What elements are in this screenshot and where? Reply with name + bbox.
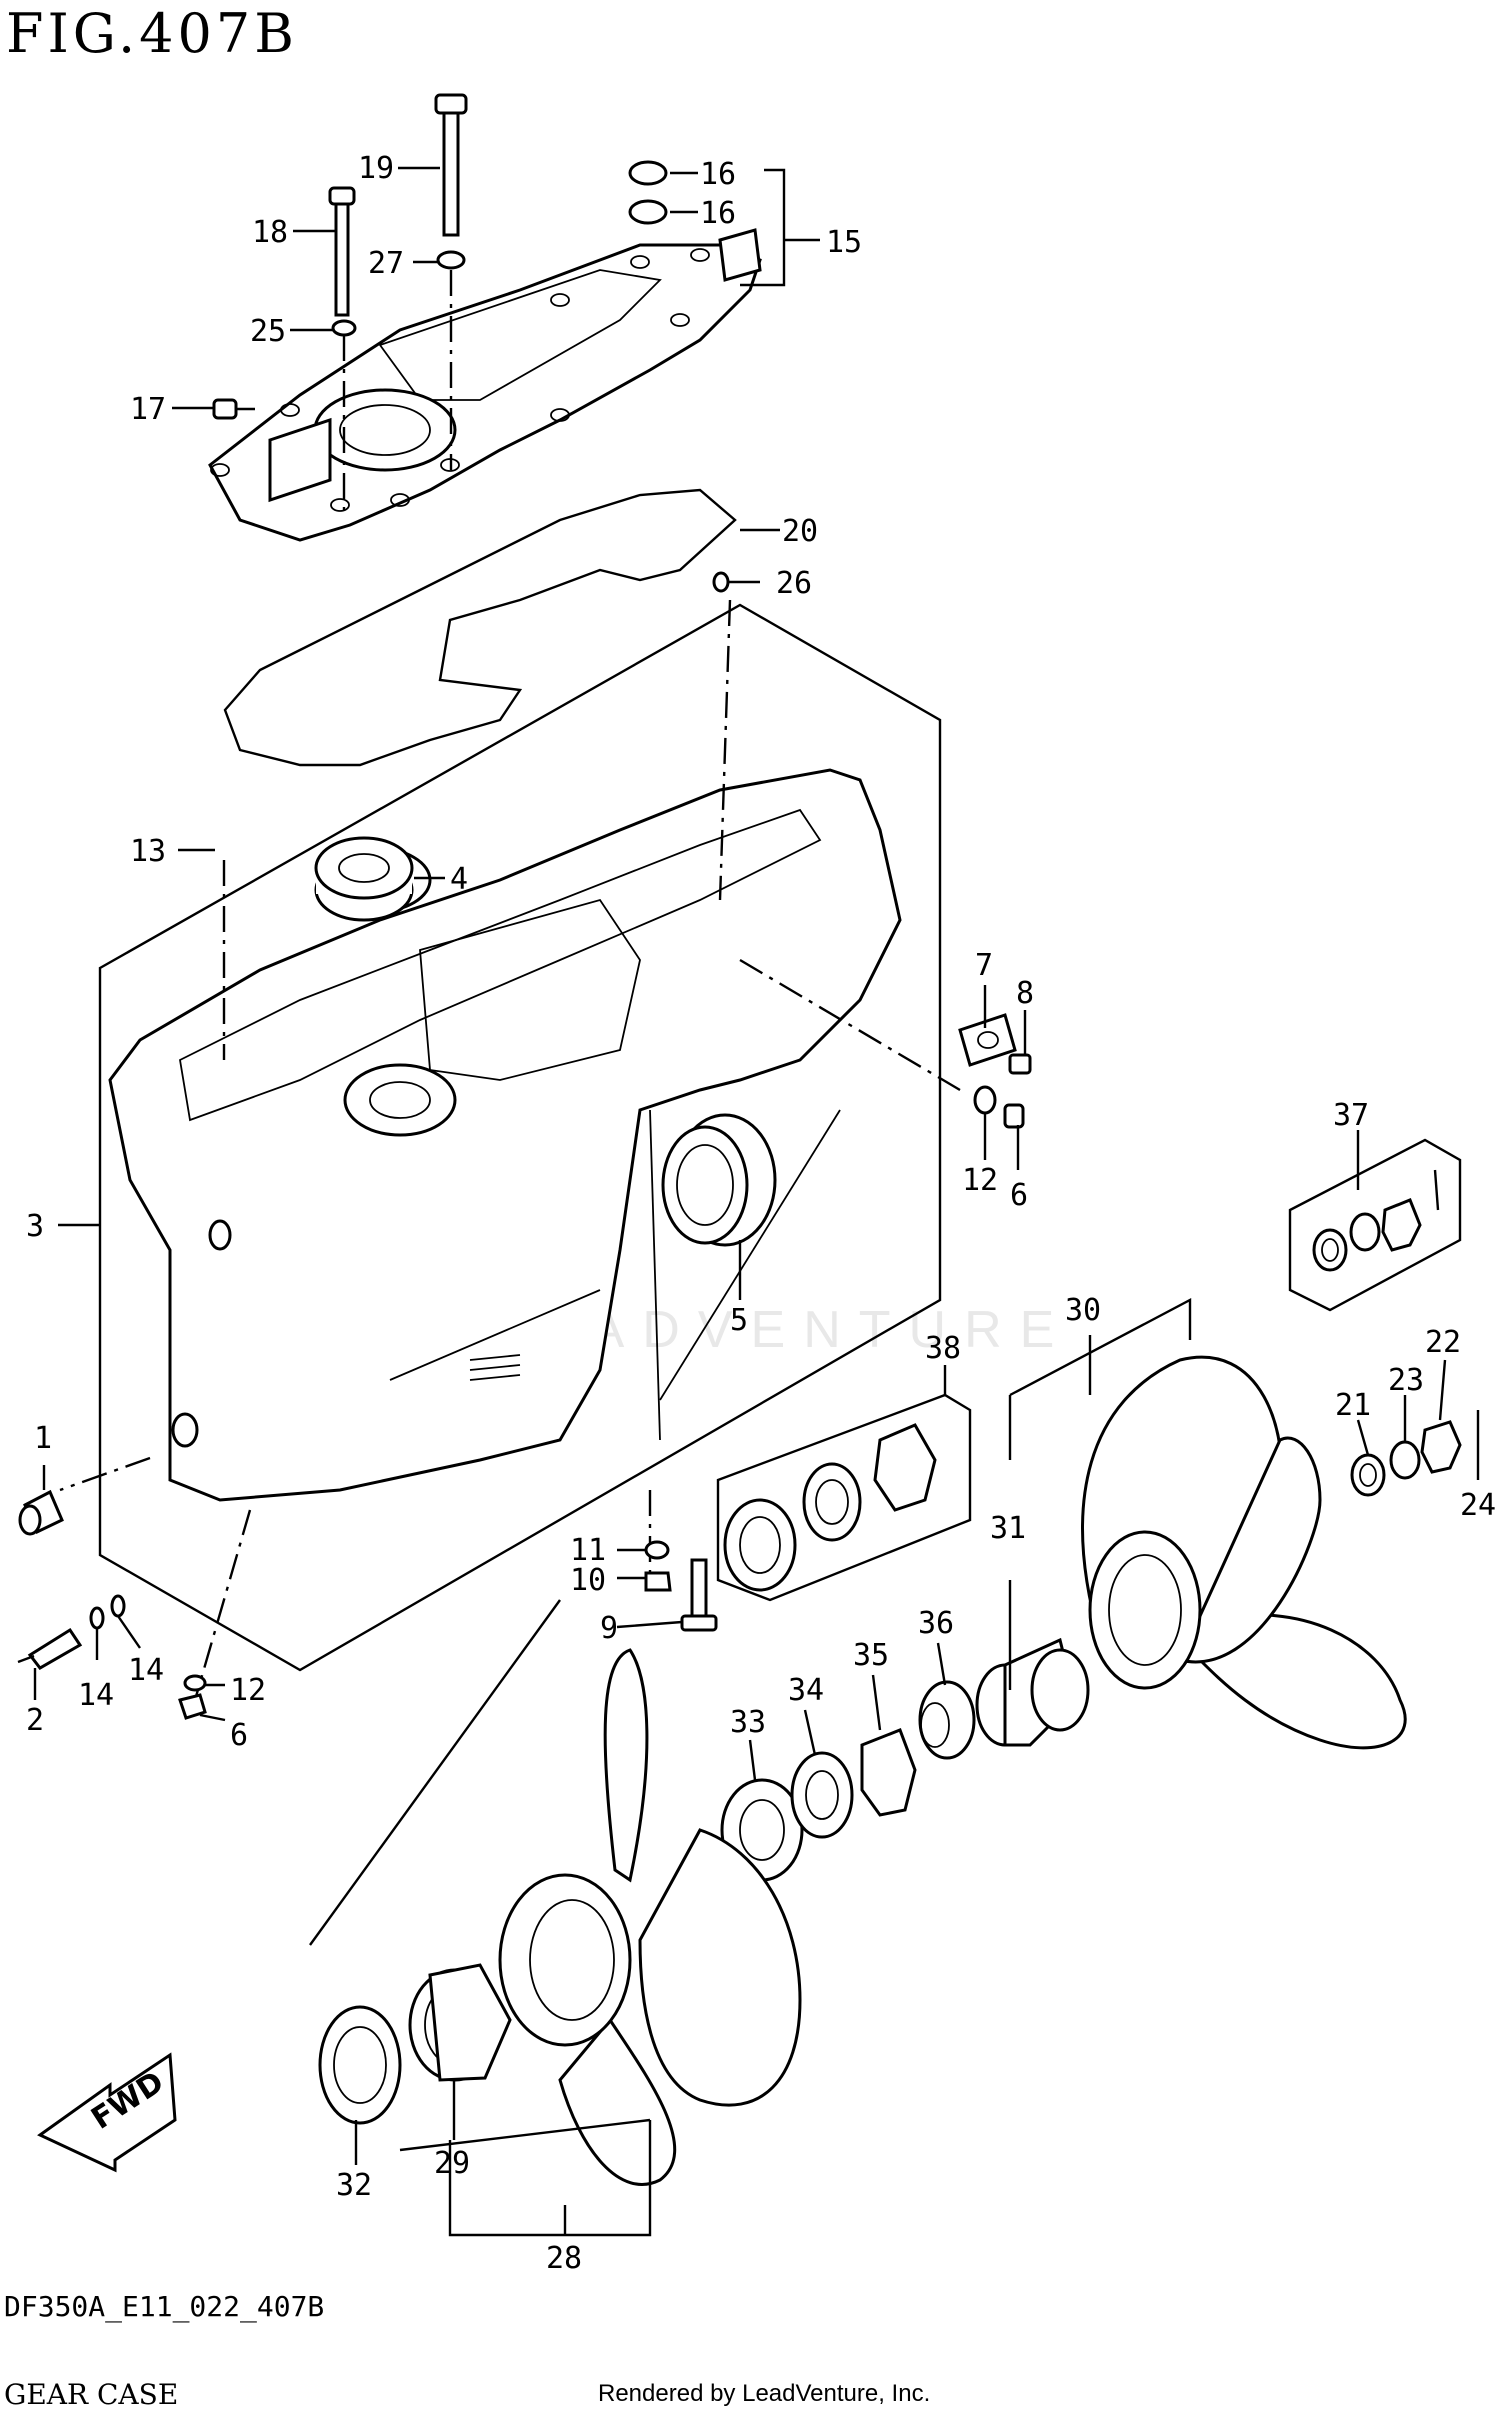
callout-label: 16 [700,196,736,231]
gear-case-cover-plate [208,228,762,542]
callout-label: 6 [230,1718,248,1753]
callout-label: 30 [1065,1293,1101,1328]
callout-label: 37 [1333,1098,1369,1133]
callout-label: 12 [962,1163,998,1198]
fwd-arrow-icon: FWD [37,2052,177,2173]
callout-label: 34 [788,1673,824,1708]
callout-label: 18 [252,215,288,250]
callout-label: 19 [358,151,394,186]
callout-label: 33 [730,1705,766,1740]
section-title: GEAR CASE [4,2378,179,2411]
callout-label: 31 [990,1511,1026,1546]
callout-label: 38 [925,1331,961,1366]
callout-label: 5 [730,1303,748,1338]
lower-bushing-set [720,1680,976,1882]
leader-lines [33,166,1480,2235]
callout-label: 13 [130,834,166,869]
gasket [223,488,737,767]
bolts-top [212,93,468,510]
callout-label: 25 [250,314,286,349]
callout-label: 8 [1016,976,1034,1011]
callout-label: 22 [1425,1325,1461,1360]
housing-frame [98,603,942,1672]
callout-label: 6 [1010,1178,1028,1213]
callout-label: 14 [128,1653,164,1688]
left-small-parts [17,1489,207,1720]
callout-label: 7 [975,948,993,983]
callout-label: 21 [1335,1388,1371,1423]
callout-label: 11 [570,1533,606,1568]
bolt-9-nut-10 [644,1540,718,1632]
callout-label: 32 [336,2168,372,2203]
propeller-30 [975,1355,1407,1750]
callout-label: 35 [853,1638,889,1673]
trim-tab-parts [958,1013,1032,1129]
render-credit: Rendered by LeadVenture, Inc. [598,2380,931,2407]
nut-kit-37 [1288,1138,1462,1312]
callout-label: 2 [26,1703,44,1738]
callout-label: 29 [434,2146,470,2181]
callout-label: 23 [1388,1363,1424,1398]
callout-label: 10 [570,1563,606,1598]
bearing-5 [661,1113,777,1247]
figure-title: FIG.407B [6,2,298,65]
callout-label: 36 [918,1606,954,1641]
callout-label: 14 [78,1678,114,1713]
callout-label: 26 [776,566,812,601]
callout-label: 16 [700,157,736,192]
callout-label: 4 [450,862,468,897]
thrust-kit-38 [716,1393,972,1602]
callout-label: 3 [26,1209,44,1244]
washers-16 [628,160,668,225]
callout-label: 15 [826,225,862,260]
callout-label: 9 [600,1611,618,1646]
callout-label: 24 [1460,1488,1496,1523]
bearing-4 [314,836,414,922]
callout-label: 27 [368,246,404,281]
callout-label: 12 [230,1673,266,1708]
callout-labels: 19 18 27 25 17 16 16 15 20 26 13 4 3 5 7… [26,151,1496,2276]
callout-label: 1 [34,1421,52,1456]
drawing-code: DF350A_E11_022_407B [4,2290,325,2323]
callout-label: 20 [782,514,818,549]
callout-label: 28 [546,2241,582,2276]
propeller-28 [318,1648,802,2186]
prop-nut-set [1350,1410,1480,1497]
callout-label: 17 [130,392,166,427]
